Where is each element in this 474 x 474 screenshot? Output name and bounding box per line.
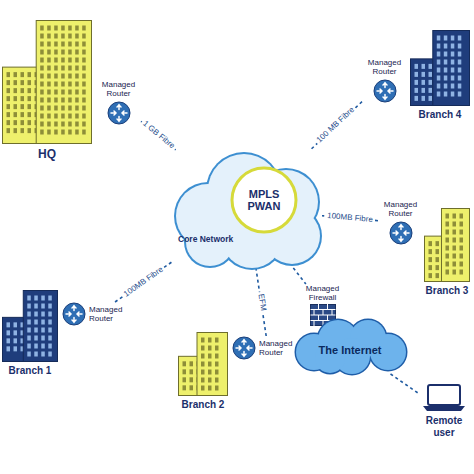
building-label: Branch 1 — [2, 365, 58, 376]
router-icon — [373, 79, 397, 103]
internet-label: The Internet — [290, 344, 410, 356]
link-label: 1 GB Fibre — [139, 119, 177, 153]
building-label: Branch 3 — [424, 285, 470, 296]
dashed-link — [293, 268, 306, 284]
dashed-link — [115, 262, 172, 302]
router-node: Managed Router — [362, 58, 407, 103]
router-icon — [107, 101, 131, 125]
router-label: Managed Router — [362, 58, 407, 76]
firewall-label: Managed Firewall — [300, 284, 345, 302]
building-node: Branch 3 — [424, 208, 470, 296]
cloud-label: Core Network — [178, 234, 233, 244]
dashed-link — [310, 102, 362, 150]
router-node: Managed Router — [232, 336, 304, 360]
remote-user-node: Remote user — [420, 384, 468, 438]
mpls-circle: MPLS PWAN — [230, 166, 298, 234]
laptop-icon — [422, 384, 466, 412]
building-node: HQ — [2, 20, 92, 161]
router-icon — [62, 302, 86, 326]
link-label: 100MB Fibre — [325, 212, 375, 225]
dashed-link — [256, 268, 266, 336]
router-label: Managed Router — [259, 339, 304, 357]
remote-user-label: Remote user — [421, 415, 467, 438]
building-node: Branch 4 — [410, 30, 470, 120]
building-illustration — [410, 30, 470, 106]
router-label: Managed Router — [378, 200, 423, 218]
router-icon — [389, 221, 413, 245]
mpls-label: MPLS PWAN — [242, 188, 286, 212]
router-node: Managed Router — [96, 80, 141, 125]
building-label: Branch 2 — [178, 399, 228, 410]
router-label: Managed Router — [89, 305, 134, 323]
core-network-cloud: Core Network MPLS PWAN — [172, 150, 322, 268]
internet-cloud: The Internet — [290, 318, 410, 374]
dashed-link — [390, 374, 420, 394]
building-node: Branch 2 — [178, 332, 228, 410]
building-illustration — [178, 332, 228, 396]
building-label: Branch 4 — [410, 109, 470, 120]
link-label: 100MB Fibre — [121, 264, 167, 300]
building-illustration — [2, 20, 92, 144]
router-node: Managed Router — [378, 200, 423, 245]
building-node: Branch 1 — [2, 290, 58, 376]
router-node: Managed Router — [62, 302, 134, 326]
link-label: 100 MB Fibre — [314, 105, 358, 147]
router-label: Managed Router — [96, 80, 141, 98]
router-icon — [232, 336, 256, 360]
building-label: HQ — [2, 147, 92, 161]
building-illustration — [424, 208, 470, 282]
building-illustration — [2, 290, 58, 362]
link-label: EFM — [255, 291, 267, 313]
